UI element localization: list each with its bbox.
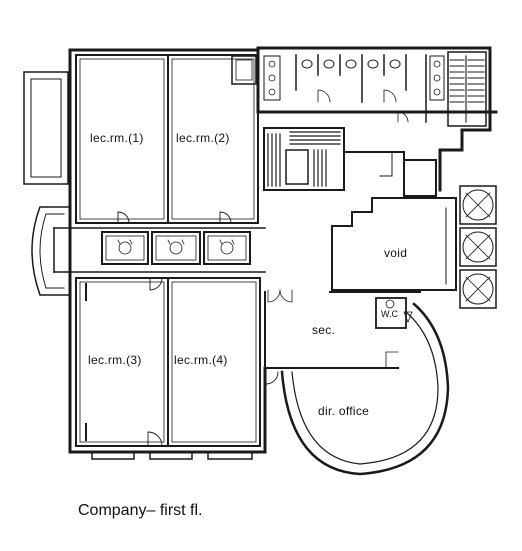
label-lecture-room-4: lec.rm.(4) [174,353,228,367]
drawing-caption: Company– first fl. [78,502,203,519]
central-corridor [53,227,266,273]
ac-fan-units [459,185,497,309]
label-lecture-room-3: lec.rm.(3) [88,353,142,367]
toilet-block [263,54,445,123]
lecture-room-4-walls [167,277,261,447]
wc-room [375,297,413,329]
label-secretary: sec. [312,323,336,337]
column-shaft [231,55,257,85]
left-bay-window [31,206,71,296]
bottom-window-ledges [91,451,253,460]
label-director-office: dir. office [318,404,370,418]
lecture-room-2-walls [167,54,259,224]
secretary-walls [264,289,421,369]
office-door [265,371,279,385]
label-lecture-room-2: lec.rm.(2) [176,131,230,145]
void-area [331,197,457,291]
director-office-wall [280,302,450,476]
label-void: void [384,246,408,260]
upper-staircase [263,127,345,191]
exterior-walls [68,46,498,454]
lecture-room-doors [85,211,232,447]
service-staircase [447,51,487,127]
left-balcony-upper [23,71,69,185]
label-lecture-room-1: lec.rm.(1) [90,131,144,145]
label-wc: W.C [381,309,398,319]
mid-corridor-walls [343,151,437,197]
